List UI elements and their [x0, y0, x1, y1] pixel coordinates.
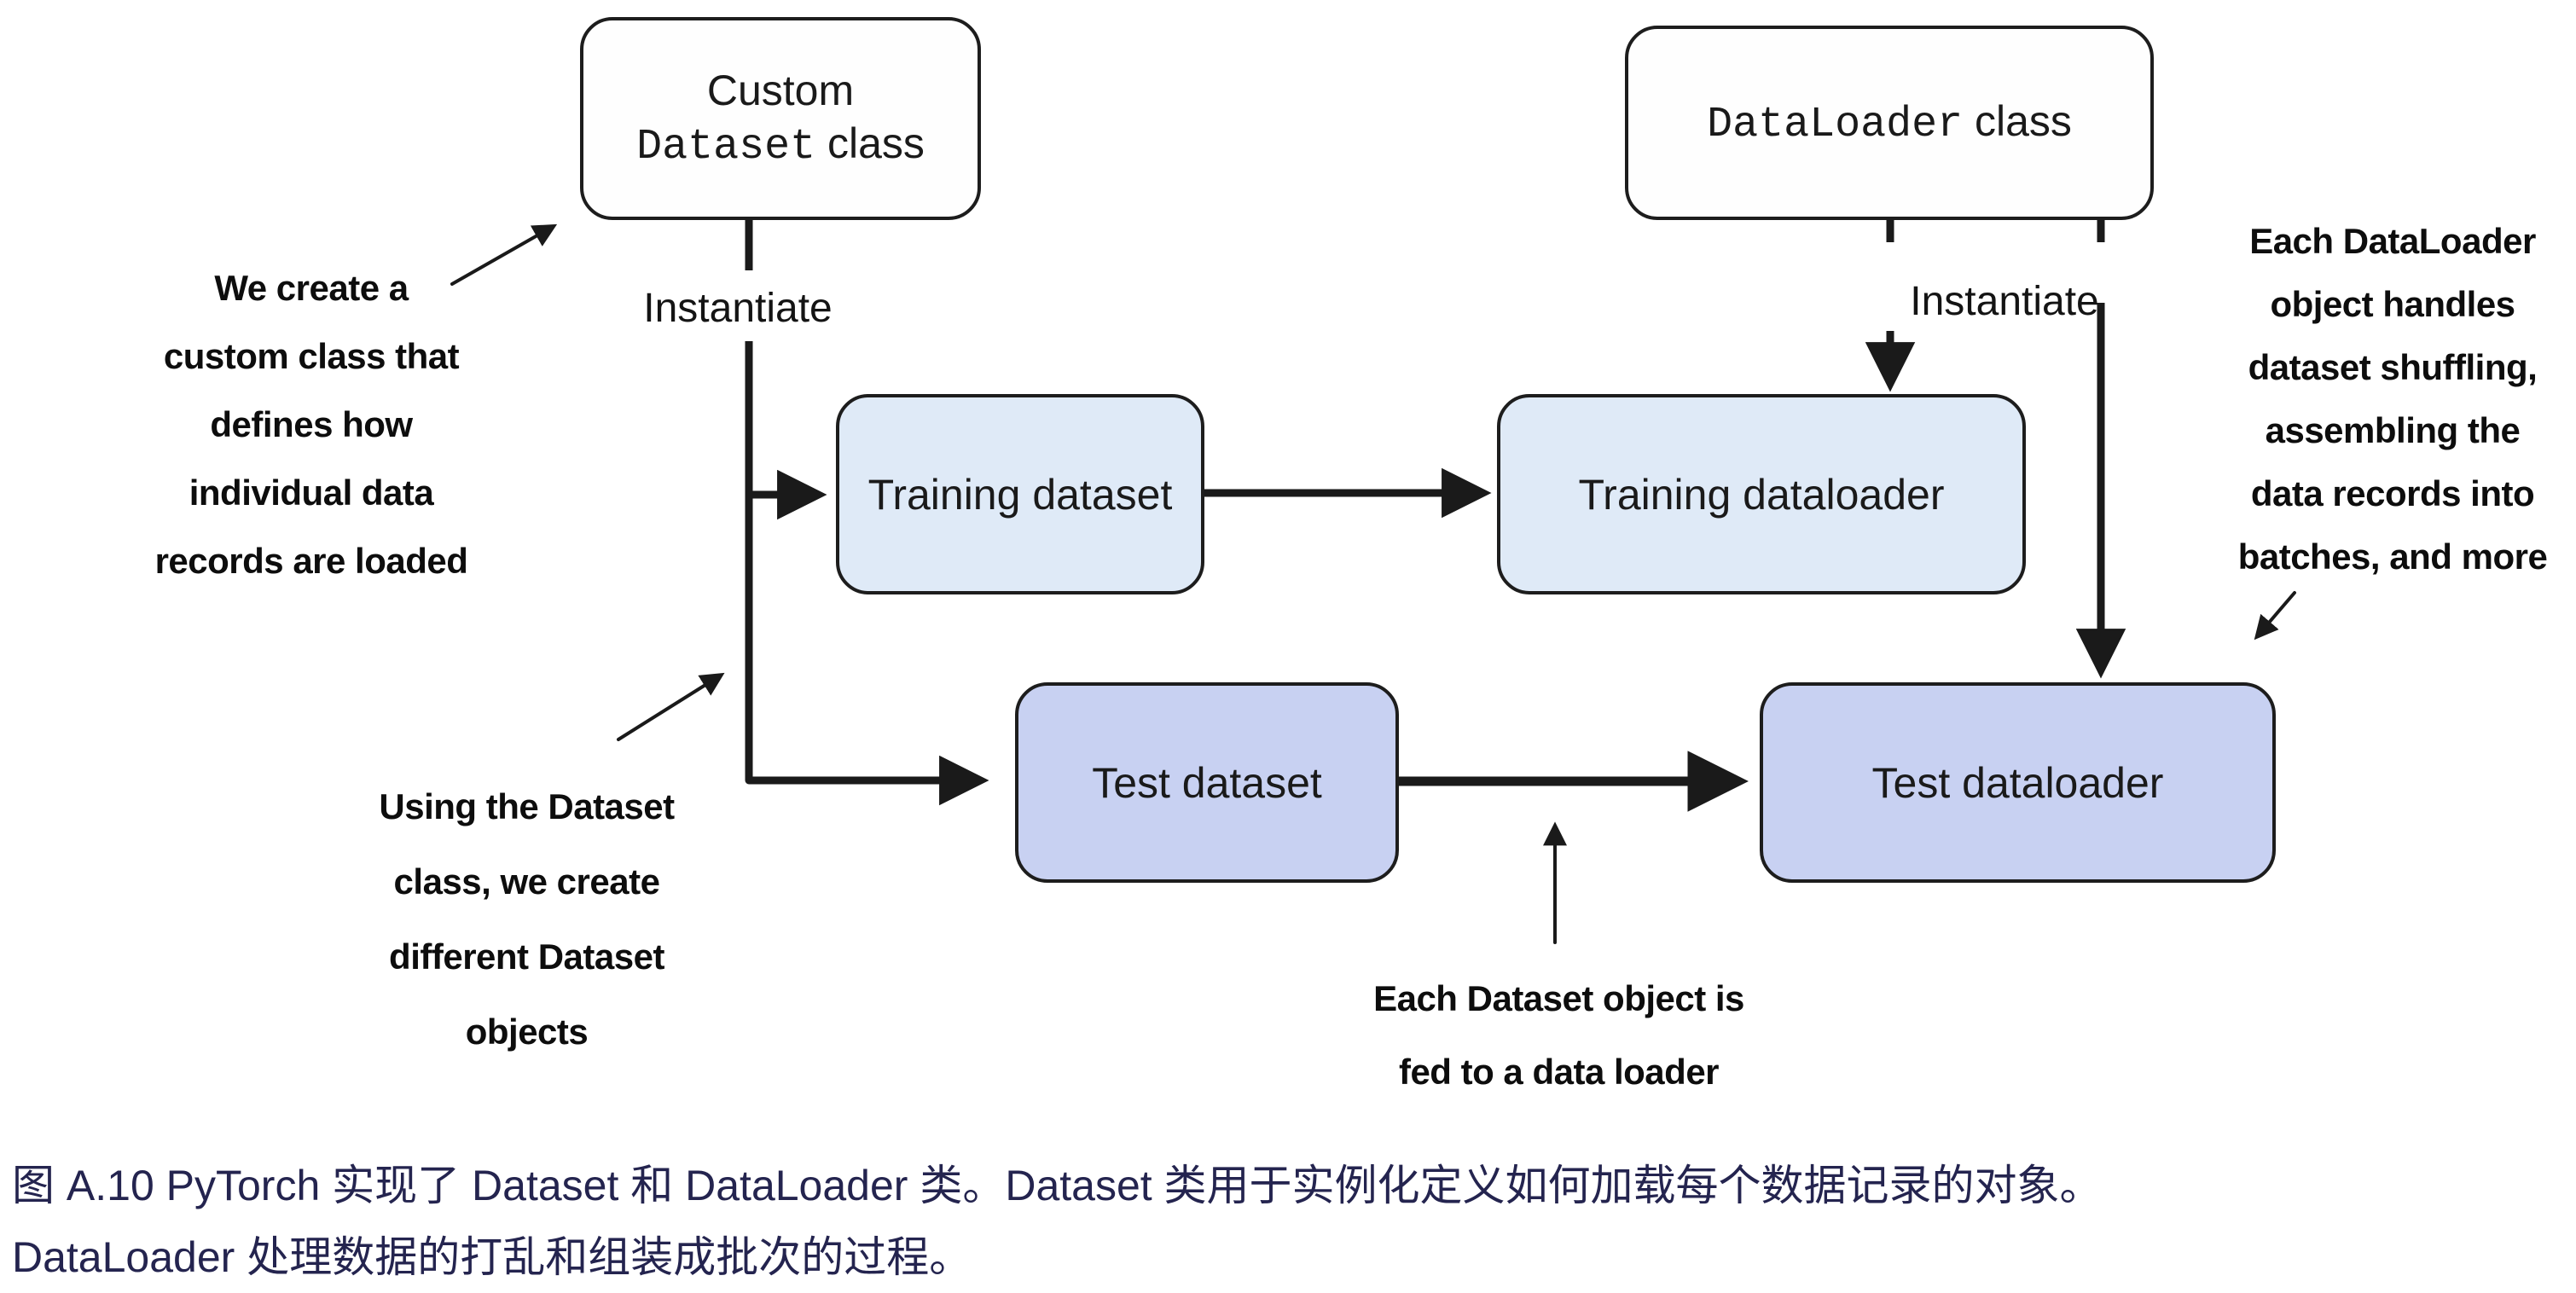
test-dataset-box: Test dataset	[1015, 682, 1399, 883]
note-line: We create a	[214, 268, 409, 308]
dataloader-handles-annotation: Each DataLoader object handles dataset s…	[2215, 210, 2570, 589]
training-dataset-box: Training dataset	[836, 394, 1204, 594]
note-line: different Dataset	[389, 936, 664, 977]
dataloader-box-line: DataLoader class	[1707, 95, 2072, 152]
training-dataloader-label: Training dataloader	[1578, 470, 1945, 519]
test-dataloader-label: Test dataloader	[1871, 758, 2164, 807]
note-line: records are loaded	[154, 541, 468, 581]
note-line: class, we create	[393, 861, 660, 902]
training-dataloader-box: Training dataloader	[1497, 394, 2026, 594]
note-line: custom class that	[163, 336, 460, 376]
custom-class-annotation: We create a custom class that defines ho…	[132, 254, 490, 595]
note-line: objects	[465, 1012, 589, 1052]
note-line: Each Dataset object is	[1373, 978, 1744, 1018]
dataset-code-text: Dataset	[636, 122, 816, 171]
dataset-objects-annotation: Using the Dataset class, we create diffe…	[337, 769, 717, 1070]
note-line: dataset shuffling,	[2248, 347, 2538, 387]
dataloader-code-text: DataLoader	[1707, 100, 1964, 149]
caption-line-2: DataLoader 处理数据的打乱和组装成批次的过程。	[12, 1233, 972, 1281]
fed-to-loader-annotation: Each Dataset object is fed to a data loa…	[1361, 962, 1757, 1109]
custom-box-line1: Custom	[707, 64, 854, 117]
note-line: Each DataLoader	[2249, 221, 2536, 261]
instantiate-label-right: Instantiate	[1910, 279, 2099, 324]
custom-box-line2: Dataset class	[636, 117, 925, 174]
edge-custom-to-test-dataset	[745, 341, 989, 806]
note-line: data records into	[2250, 473, 2535, 513]
figure-caption: 图 A.10 PyTorch 实现了 Dataset 和 DataLoader …	[12, 1150, 2562, 1293]
training-dataset-label: Training dataset	[867, 470, 1173, 519]
note-arrow-dataset-objects	[617, 672, 725, 741]
note-line: fed to a data loader	[1398, 1052, 1720, 1092]
note-line: batches, and more	[2237, 536, 2548, 577]
dataloader-suffix-text: class	[1963, 96, 2072, 145]
note-line: Using the Dataset	[379, 786, 675, 826]
dataset-suffix-text: class	[815, 119, 925, 167]
caption-line-1: 图 A.10 PyTorch 实现了 Dataset 和 DataLoader …	[12, 1162, 2103, 1209]
test-dataset-label: Test dataset	[1092, 758, 1322, 807]
dataloader-class-box: DataLoader class	[1625, 26, 2154, 220]
note-line: defines how	[210, 404, 413, 444]
custom-dataset-class-box: Custom Dataset class	[580, 17, 981, 220]
test-dataloader-box: Test dataloader	[1760, 682, 2276, 883]
note-line: assembling the	[2265, 410, 2521, 450]
note-line: object handles	[2270, 284, 2515, 324]
note-line: individual data	[189, 473, 434, 513]
note-arrow-dataloader-handles	[2254, 591, 2296, 641]
instantiate-label-left: Instantiate	[643, 286, 833, 331]
custom-box-title: Custom	[706, 66, 855, 114]
note-arrow-custom-class	[450, 223, 558, 286]
